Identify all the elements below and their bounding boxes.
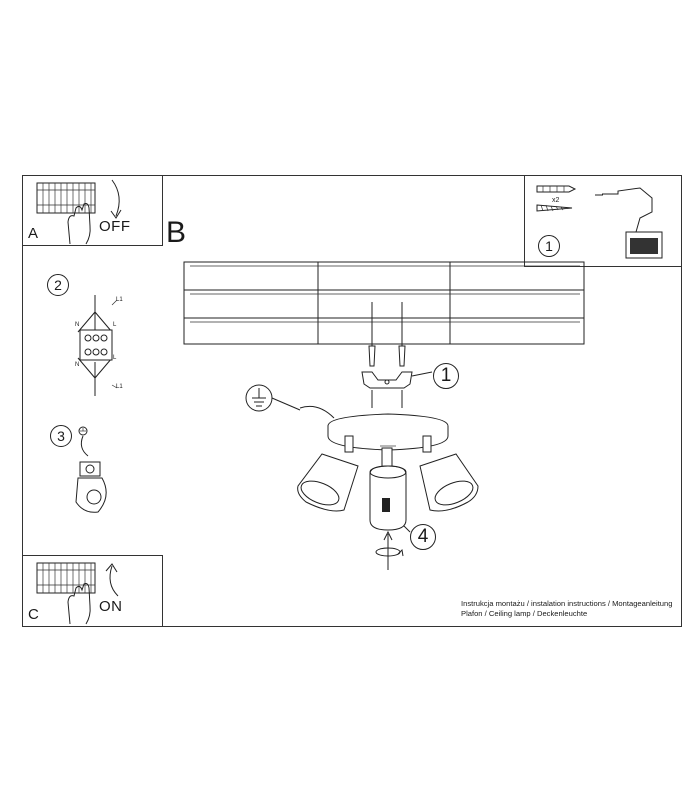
breaker-switch-off-illustration <box>36 179 122 245</box>
panel-c-on-label: ON <box>99 598 123 615</box>
wiring-label-l1-bottom: L1 <box>116 384 123 390</box>
caption-line-1: Instrukcja montażu / instalation instruc… <box>461 599 673 608</box>
tools-illustration <box>536 185 663 259</box>
wiring-connector-illustration <box>77 295 118 396</box>
wiring-step-number: 2 <box>47 274 69 296</box>
wiring-label-l-top: L <box>113 322 117 328</box>
section-b-letter: B <box>166 216 187 249</box>
earth-terminal-illustration <box>75 426 107 513</box>
ceiling-illustration <box>183 261 585 345</box>
instruction-frame <box>22 175 682 627</box>
panel-a-letter: A <box>28 225 39 242</box>
wiring-label-n-bottom: N <box>75 362 80 368</box>
panel-c: C ON <box>22 555 163 627</box>
tools-step-number: 1 <box>538 235 560 257</box>
wiring-label-l1-top: L1 <box>116 297 123 303</box>
caption-line-2: Plafon / Ceiling lamp / Deckenleuchte <box>461 609 588 618</box>
breaker-switch-on-illustration <box>36 562 119 625</box>
panel-a-off-label: OFF <box>99 218 131 235</box>
panel-c-letter: C <box>28 606 39 623</box>
ceiling-lamp-illustration <box>297 413 479 570</box>
earth-symbol-callout <box>245 384 335 419</box>
fixture-step-number: 4 <box>410 524 436 550</box>
wiring-label-n-top: N <box>75 322 80 328</box>
wiring-label-l-bottom: L <box>113 355 117 361</box>
tools-quantity: x2 <box>552 197 560 204</box>
mounting-bracket-illustration <box>361 302 433 408</box>
panel-a: A OFF <box>22 175 163 246</box>
earth-step-number: 3 <box>50 425 72 447</box>
bracket-step-number: 1 <box>433 363 459 389</box>
